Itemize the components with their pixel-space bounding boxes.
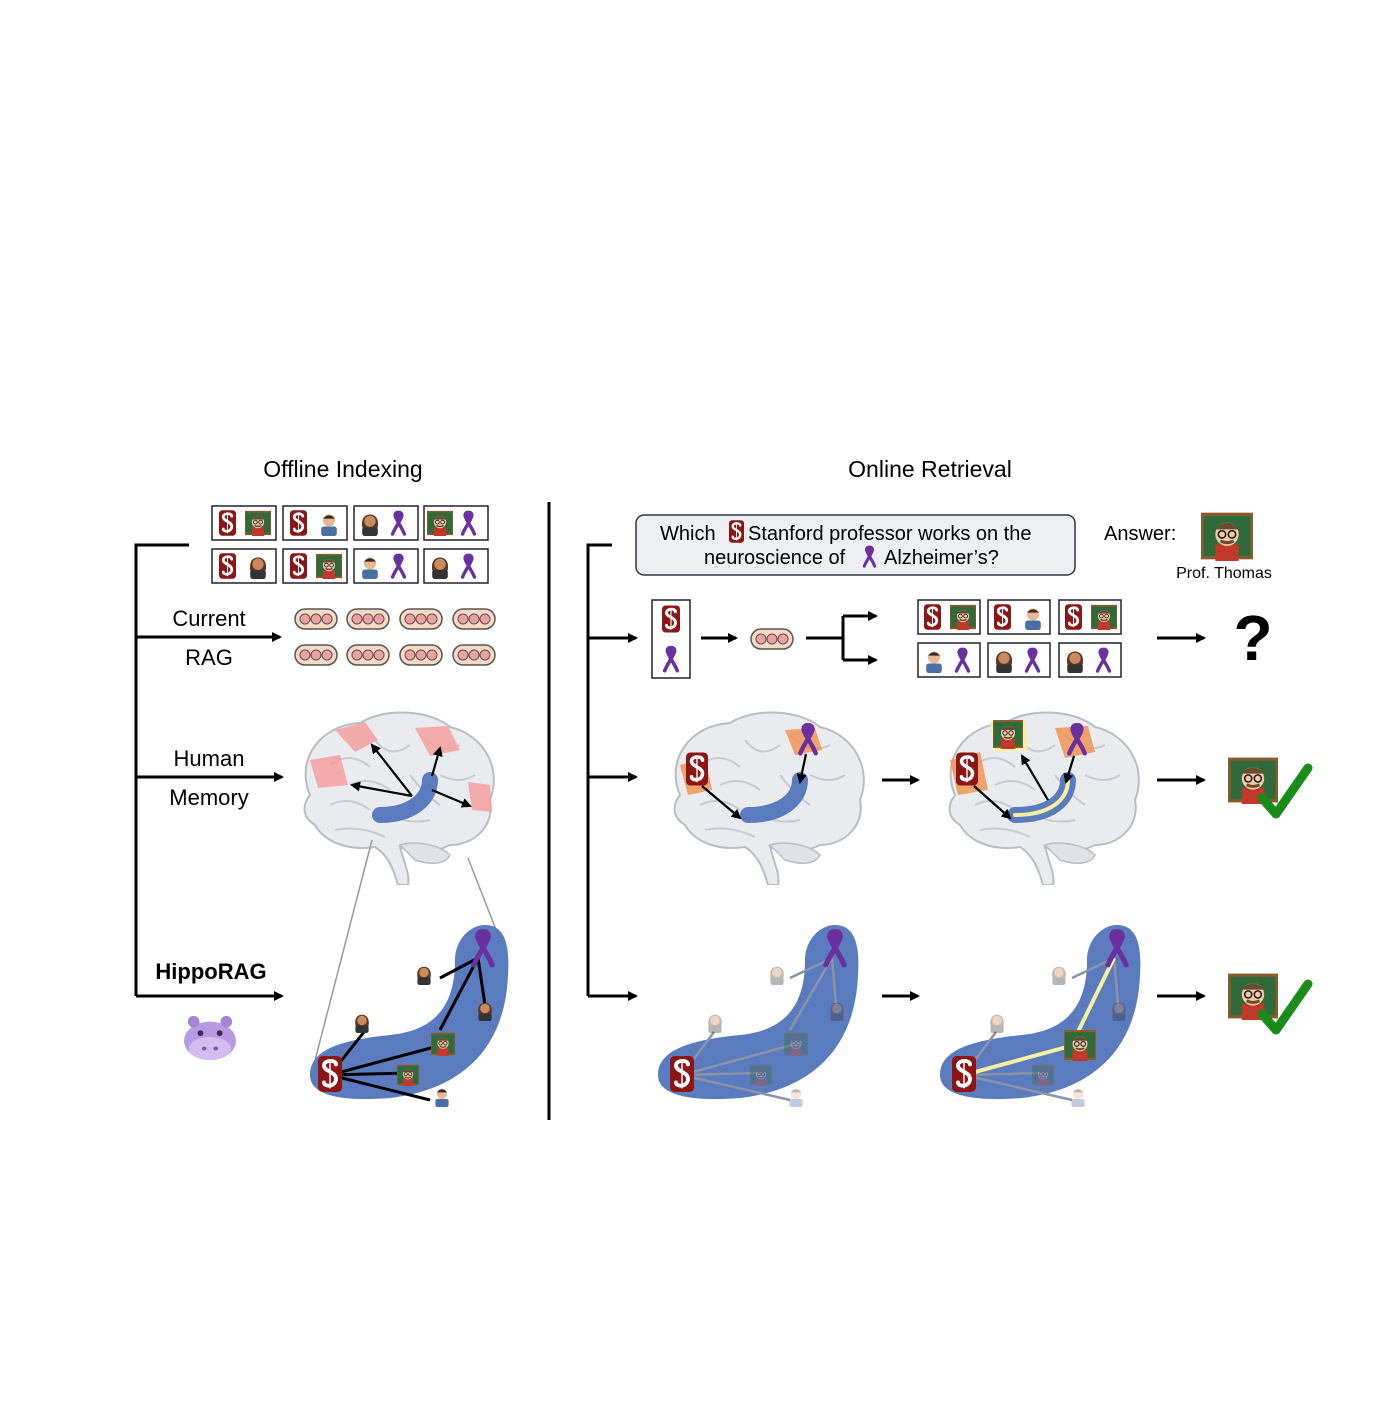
prof-icon	[1228, 757, 1278, 804]
query-box	[635, 514, 1076, 576]
passage-grid-offline	[211, 505, 489, 584]
passage-card	[917, 642, 981, 678]
query-line2-after: Alzheimer’s?	[884, 547, 999, 569]
passage-card	[1058, 642, 1122, 678]
answer-name: Prof. Thomas	[1176, 565, 1272, 582]
passage-card	[282, 505, 348, 541]
query-line1-rest: Stanford professor works on the	[748, 523, 1031, 545]
success-answer-1	[1228, 757, 1313, 819]
query-entity-card	[651, 599, 691, 679]
passage-card	[1058, 599, 1122, 635]
right-branch	[586, 543, 638, 1001]
stanford-logo-icon	[729, 520, 744, 543]
success-answer-2	[1228, 973, 1313, 1035]
human-memory-label-2: Memory	[169, 785, 248, 810]
online-retrieval-title: Online Retrieval	[848, 456, 1012, 482]
answer-prof-icon	[1201, 512, 1253, 561]
hipporag-graph-offline	[310, 925, 509, 1107]
prof-icon	[1228, 973, 1278, 1020]
left-branch	[134, 543, 284, 1001]
passage-card	[353, 548, 419, 584]
brain-retrieval-2	[948, 711, 1140, 885]
passage-card	[211, 505, 277, 541]
passage-card	[423, 548, 489, 584]
zoom-line-left	[311, 839, 373, 1073]
query-embedding-pill	[750, 628, 794, 650]
passage-card	[211, 548, 277, 584]
check-icon	[1257, 763, 1313, 819]
zoom-line-right	[467, 857, 501, 941]
query-line2-before: neuroscience of	[704, 547, 846, 569]
passage-card	[353, 505, 419, 541]
passage-card	[987, 599, 1051, 635]
hipporag-graph-step-2	[940, 925, 1141, 1107]
answer-label: Answer:	[1104, 523, 1176, 545]
passage-card	[987, 642, 1051, 678]
retrieved-passages	[917, 599, 1122, 678]
hipporag-label: HippoRAG	[155, 959, 266, 984]
check-icon	[1257, 979, 1313, 1035]
embedding-pills	[294, 608, 496, 666]
hipporag-graph-step-1	[658, 925, 859, 1107]
passage-card	[917, 599, 981, 635]
passage-card	[423, 505, 489, 541]
current-rag-label-2: RAG	[185, 645, 233, 670]
current-rag-label-1: Current	[172, 606, 245, 631]
fork-arrows	[806, 611, 878, 665]
question-mark-icon: ?	[1233, 602, 1272, 674]
hippo-icon	[184, 1015, 236, 1061]
brain-offline	[303, 711, 495, 885]
brain-retrieval-1	[673, 711, 865, 885]
offline-indexing-title: Offline Indexing	[263, 456, 422, 482]
query-which: Which	[660, 523, 716, 545]
human-memory-label-1: Human	[174, 746, 245, 771]
passage-card	[282, 548, 348, 584]
